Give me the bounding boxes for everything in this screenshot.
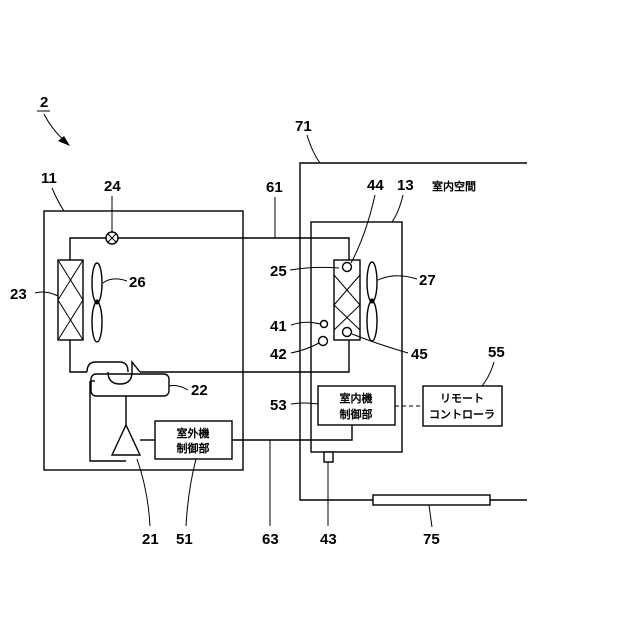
indoor-fan-leader xyxy=(378,276,417,280)
indoor-fan-hub xyxy=(370,299,375,304)
outdoor-heat-exchanger-label: 23 xyxy=(10,286,27,303)
remote-controller-label: 55 xyxy=(488,344,505,361)
system-arrow-head xyxy=(58,136,70,146)
comm-line-label: 63 xyxy=(262,531,279,548)
outdoor-fan-label: 26 xyxy=(129,274,146,291)
duct-leader xyxy=(429,505,432,527)
sensor-41 xyxy=(321,321,328,328)
indoor-controller-text-2: 制御部 xyxy=(340,407,373,421)
four-way-valve xyxy=(91,374,169,396)
four-way-valve-port-left xyxy=(87,362,128,372)
indoor-fan-blade-bottom xyxy=(367,301,377,341)
compressor-leader xyxy=(137,459,150,526)
sensor-45-leader xyxy=(352,334,408,353)
sensor-41-leader xyxy=(291,322,320,325)
sensor-44-label: 44 xyxy=(367,177,384,194)
indoor-unit-label: 13 xyxy=(397,177,414,194)
outdoor-fan-leader xyxy=(103,279,127,283)
sensor-45-label: 45 xyxy=(411,346,428,363)
sensor-43 xyxy=(324,452,333,462)
comm-line xyxy=(232,425,352,440)
indoor-controller-leader xyxy=(291,403,318,404)
sensor-44 xyxy=(343,263,352,272)
remote-controller-text-1: リモート xyxy=(440,392,484,405)
sensor-43-label: 43 xyxy=(320,531,337,548)
expansion-valve-label: 24 xyxy=(104,178,121,195)
indoor-space-label: 71 xyxy=(295,118,312,135)
sensor-45 xyxy=(343,328,352,337)
outdoor-controller-label: 51 xyxy=(176,531,193,548)
outdoor-heat-exchanger xyxy=(58,260,83,340)
sensor-42-leader xyxy=(291,343,319,353)
compressor xyxy=(112,425,140,455)
outdoor-fan-hub xyxy=(95,300,100,305)
indoor-unit-leader xyxy=(392,195,403,222)
indoor-controller-text-1: 室内機 xyxy=(340,391,373,405)
outdoor-controller-text-1: 室外機 xyxy=(177,426,210,440)
indoor-space-leader xyxy=(307,135,320,163)
outdoor-unit-label: 11 xyxy=(41,170,57,187)
indoor-space-name: 室内空間 xyxy=(432,179,476,193)
duct-label: 75 xyxy=(423,531,440,548)
indoor-fan-blade-top xyxy=(367,262,377,302)
indoor-controller-label: 53 xyxy=(270,397,287,414)
indoor-heat-exchanger-label: 25 xyxy=(270,263,287,280)
duct xyxy=(373,495,490,505)
compressor-label: 21 xyxy=(142,531,159,548)
pipe-bottom xyxy=(70,340,349,372)
four-way-valve-label: 22 xyxy=(191,382,208,399)
outdoor-fan-blade-bottom xyxy=(92,302,102,342)
indoor-fan-label: 27 xyxy=(419,272,436,289)
system-label: 2 xyxy=(40,94,48,111)
outdoor-heat-exchanger-leader xyxy=(35,292,58,296)
sensor-42-label: 42 xyxy=(270,346,287,363)
outdoor-controller-text-2: 制御部 xyxy=(177,441,210,455)
four-way-valve-leader xyxy=(169,386,188,391)
remote-controller-text-2: コントローラ xyxy=(429,408,495,421)
outdoor-controller-leader xyxy=(186,459,196,526)
refrigerant-pipe-label: 61 xyxy=(266,179,283,196)
sensor-44-leader xyxy=(351,195,375,263)
outdoor-unit-leader xyxy=(52,188,64,211)
outdoor-fan-blade-top xyxy=(92,263,102,303)
sensor-41-label: 41 xyxy=(270,318,287,335)
indoor-heat-exchanger-leader xyxy=(290,267,339,270)
sensor-42 xyxy=(319,337,328,346)
remote-controller-leader xyxy=(482,362,494,386)
